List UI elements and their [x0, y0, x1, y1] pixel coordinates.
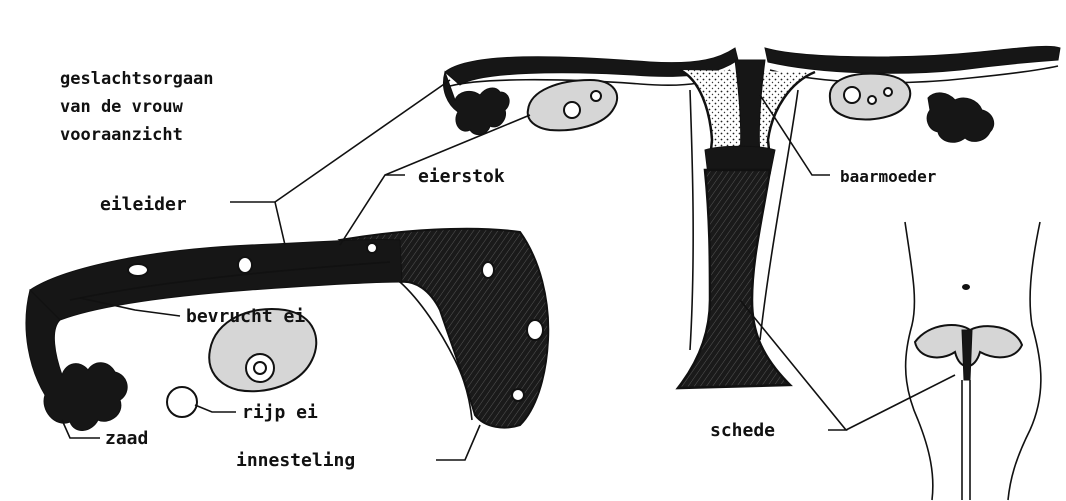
- label-eierstok: eierstok: [418, 166, 505, 187]
- title-line-1: geslachtsorgaan: [60, 69, 214, 89]
- title-line-2: van de vrouw: [60, 97, 184, 117]
- label-schede: schede: [710, 420, 775, 441]
- label-bevrucht-ei: bevrucht ei: [186, 306, 305, 327]
- enlarged-detail: [26, 229, 548, 431]
- right-fimbria: [927, 93, 994, 142]
- label-rijp-ei: rijp ei: [242, 402, 318, 423]
- ripe-egg: [167, 387, 197, 417]
- label-innesteling: innesteling: [236, 450, 355, 471]
- vagina: [678, 170, 790, 388]
- label-eileider: eileider: [100, 194, 187, 215]
- label-zaad: zaad: [105, 428, 148, 449]
- title-line-3: vooraanzicht: [60, 125, 183, 145]
- body-outline: [905, 222, 1041, 500]
- label-baarmoeder: baarmoeder: [840, 167, 936, 186]
